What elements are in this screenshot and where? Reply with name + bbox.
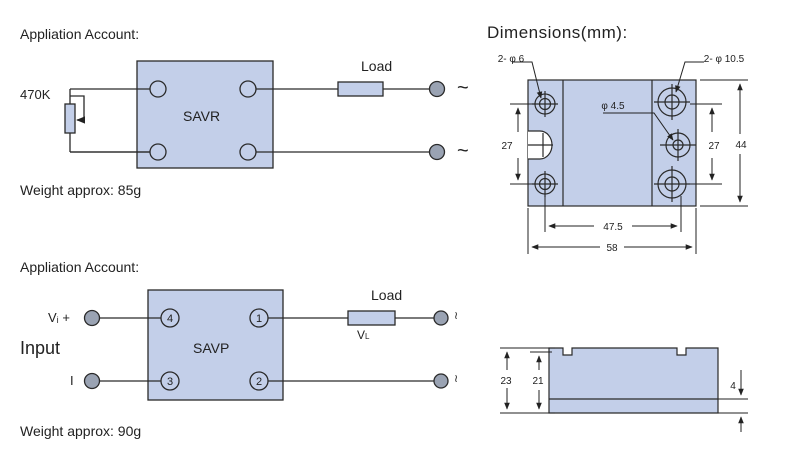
large-hole-callout: 2- φ 10.5 xyxy=(704,54,745,65)
savr-ac-terminal-bottom xyxy=(428,143,446,161)
savr-terminal-bottom-left xyxy=(149,143,167,161)
savp-load-resistor xyxy=(347,310,396,326)
savr-terminal-top-left xyxy=(149,80,167,98)
savp-terminal-3 xyxy=(160,371,180,391)
inner-width-dimension: 47.5 xyxy=(603,222,623,233)
potentiometer-symbol xyxy=(64,103,76,134)
input-minus-label: I xyxy=(70,373,74,388)
savr-load-resistor xyxy=(337,81,384,97)
savp-circuit xyxy=(83,289,449,401)
side-view-body xyxy=(548,347,719,414)
vl-label: VL xyxy=(357,329,369,341)
savr-module-label: SAVR xyxy=(183,108,221,124)
right-spacing-dimension: 27 xyxy=(708,141,720,152)
savp-terminal-4-number: 4 xyxy=(167,313,173,325)
vl-subscript: L xyxy=(365,332,370,341)
total-width-dimension: 58 xyxy=(606,243,618,254)
savr-weight: Weight approx: 85g xyxy=(20,182,142,198)
vl-main: V xyxy=(357,328,366,342)
savr-ac-symbol-bottom: ~ xyxy=(457,140,469,162)
savp-module-label: SAVP xyxy=(193,340,230,356)
savp-weight: Weight approx: 90g xyxy=(20,423,142,439)
savp-ac-terminal-top xyxy=(433,310,449,326)
side-total-dimension: 23 xyxy=(500,376,512,387)
side-base-dimension: 4 xyxy=(730,381,736,392)
savr-circuit xyxy=(64,60,446,169)
savp-terminal-4 xyxy=(160,308,180,328)
small-hole-callout: 2- φ 6 xyxy=(498,54,525,65)
savp-heading: Appliation Account: xyxy=(20,259,140,275)
savp-ac-terminal-bottom xyxy=(433,373,449,389)
resistor-value-label: 470K xyxy=(20,87,51,102)
savp-ac-symbol-top: ≀ xyxy=(454,310,459,322)
savp-terminal-3-number: 3 xyxy=(167,376,173,388)
savr-terminal-bottom-right xyxy=(239,143,257,161)
center-hole-callout: φ 4.5 xyxy=(601,101,625,112)
side-view-drawing xyxy=(548,347,719,414)
savp-load-label: Load xyxy=(371,287,403,303)
savr-load-label: Load xyxy=(361,58,393,74)
savr-terminal-top-right xyxy=(239,80,257,98)
savp-terminal-1-number: 1 xyxy=(256,313,262,325)
savr-heading: Appliation Account: xyxy=(20,26,140,42)
top-view-drawing xyxy=(527,79,697,207)
side-body-dimension: 21 xyxy=(532,376,544,387)
dimensions-title: Dimensions(mm): xyxy=(487,23,628,42)
top-view-dimension-lines xyxy=(510,61,748,254)
relay-body-outline xyxy=(527,79,697,207)
savr-ac-terminal-top xyxy=(428,80,446,98)
side-view-dimension-lines xyxy=(500,347,748,432)
savp-input-terminal-minus xyxy=(83,372,101,390)
savp-terminal-2-number: 2 xyxy=(256,376,262,388)
height-dimension: 44 xyxy=(735,140,747,151)
left-spacing-dimension: 27 xyxy=(501,141,513,152)
savp-input-terminal-plus xyxy=(83,309,101,327)
savp-terminal-2 xyxy=(249,371,269,391)
savp-ac-symbol-bottom: ≀ xyxy=(454,373,459,385)
vi-plus-label: Vᵢ + xyxy=(48,310,70,325)
savr-ac-symbol-top: ~ xyxy=(457,77,469,99)
input-label: Input xyxy=(20,338,61,358)
savp-terminal-1 xyxy=(249,308,269,328)
